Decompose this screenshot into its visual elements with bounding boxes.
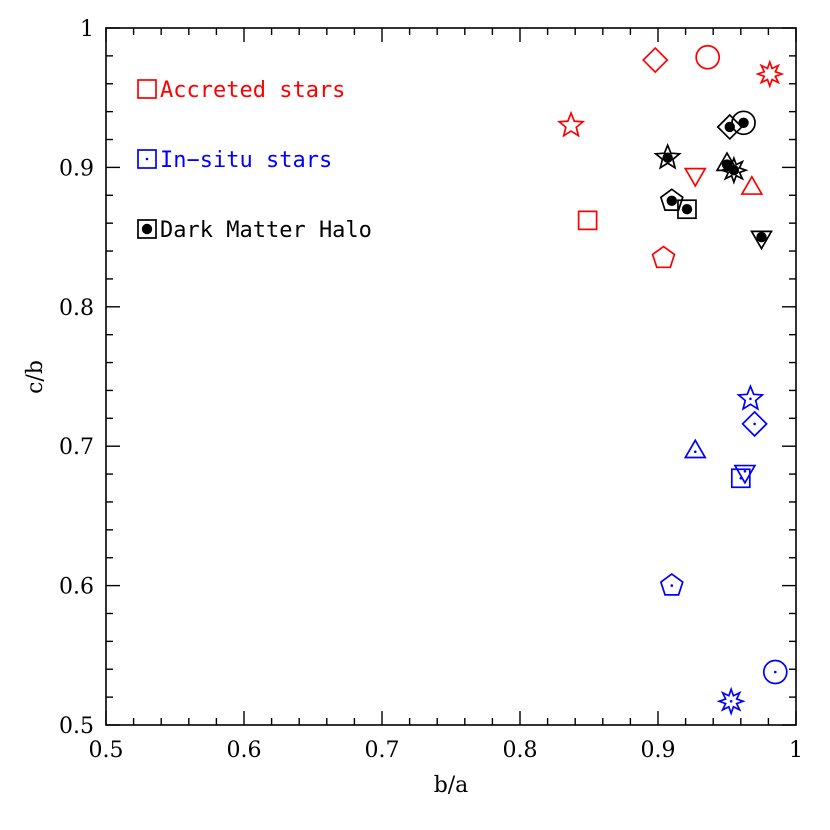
x-tick-label: 0.6 [227, 738, 262, 763]
data-point [762, 659, 788, 685]
data-point [731, 110, 756, 136]
data-point [683, 167, 707, 188]
data-point [733, 464, 757, 485]
data-point [651, 245, 676, 269]
data-point [557, 110, 586, 138]
legend-label: Dark Matter Halo [160, 218, 372, 243]
data-point [736, 384, 765, 411]
y-tick-label: 0.7 [59, 435, 94, 460]
legend-item: In−situ stars [137, 148, 332, 173]
data-point [741, 410, 768, 438]
y-tick-label: 0.5 [59, 714, 94, 739]
y-tick-label: 0.8 [59, 296, 94, 321]
x-tick-label: 0.8 [503, 738, 538, 763]
x-tick-label: 0.9 [641, 738, 676, 763]
data-point [659, 188, 684, 212]
data-point [740, 175, 764, 195]
axis-ticks [105, 27, 797, 726]
data-point [642, 46, 669, 74]
y-tick-label: 1 [80, 17, 94, 42]
x-tick-label: 1 [789, 738, 803, 763]
data-point [755, 59, 785, 89]
data-point [683, 438, 707, 459]
x-tick-label: 0.5 [89, 738, 124, 763]
data-point [677, 199, 697, 220]
legend-marker [137, 219, 157, 239]
legend-marker [137, 79, 157, 99]
legend-marker [137, 149, 157, 169]
legend-label: Accreted stars [160, 78, 345, 103]
axis-tick-labels: 0.5 0.6 0.7 0.8 0.9 1 0.5 0.6 0.7 0.8 0.9 1 [59, 17, 803, 763]
legend-item: Accreted stars [137, 78, 345, 103]
legend-label: In−situ stars [160, 148, 332, 173]
data-point [730, 468, 751, 489]
data-point [716, 113, 743, 141]
data-point [577, 210, 598, 231]
plot-frame [105, 27, 797, 726]
legend-item: Dark Matter Halo [137, 218, 372, 243]
data-point [719, 155, 749, 185]
x-tick-label: 0.7 [365, 738, 400, 763]
data-point [659, 573, 684, 596]
data-point [695, 44, 721, 70]
x-axis-title: b/a [434, 773, 469, 798]
data-point [750, 230, 773, 251]
y-tick-label: 0.6 [59, 575, 94, 600]
data-points [557, 44, 788, 716]
y-axis-title: c/b [23, 360, 48, 394]
data-point [653, 142, 682, 170]
y-tick-label: 0.9 [59, 156, 94, 181]
data-point [716, 686, 746, 716]
